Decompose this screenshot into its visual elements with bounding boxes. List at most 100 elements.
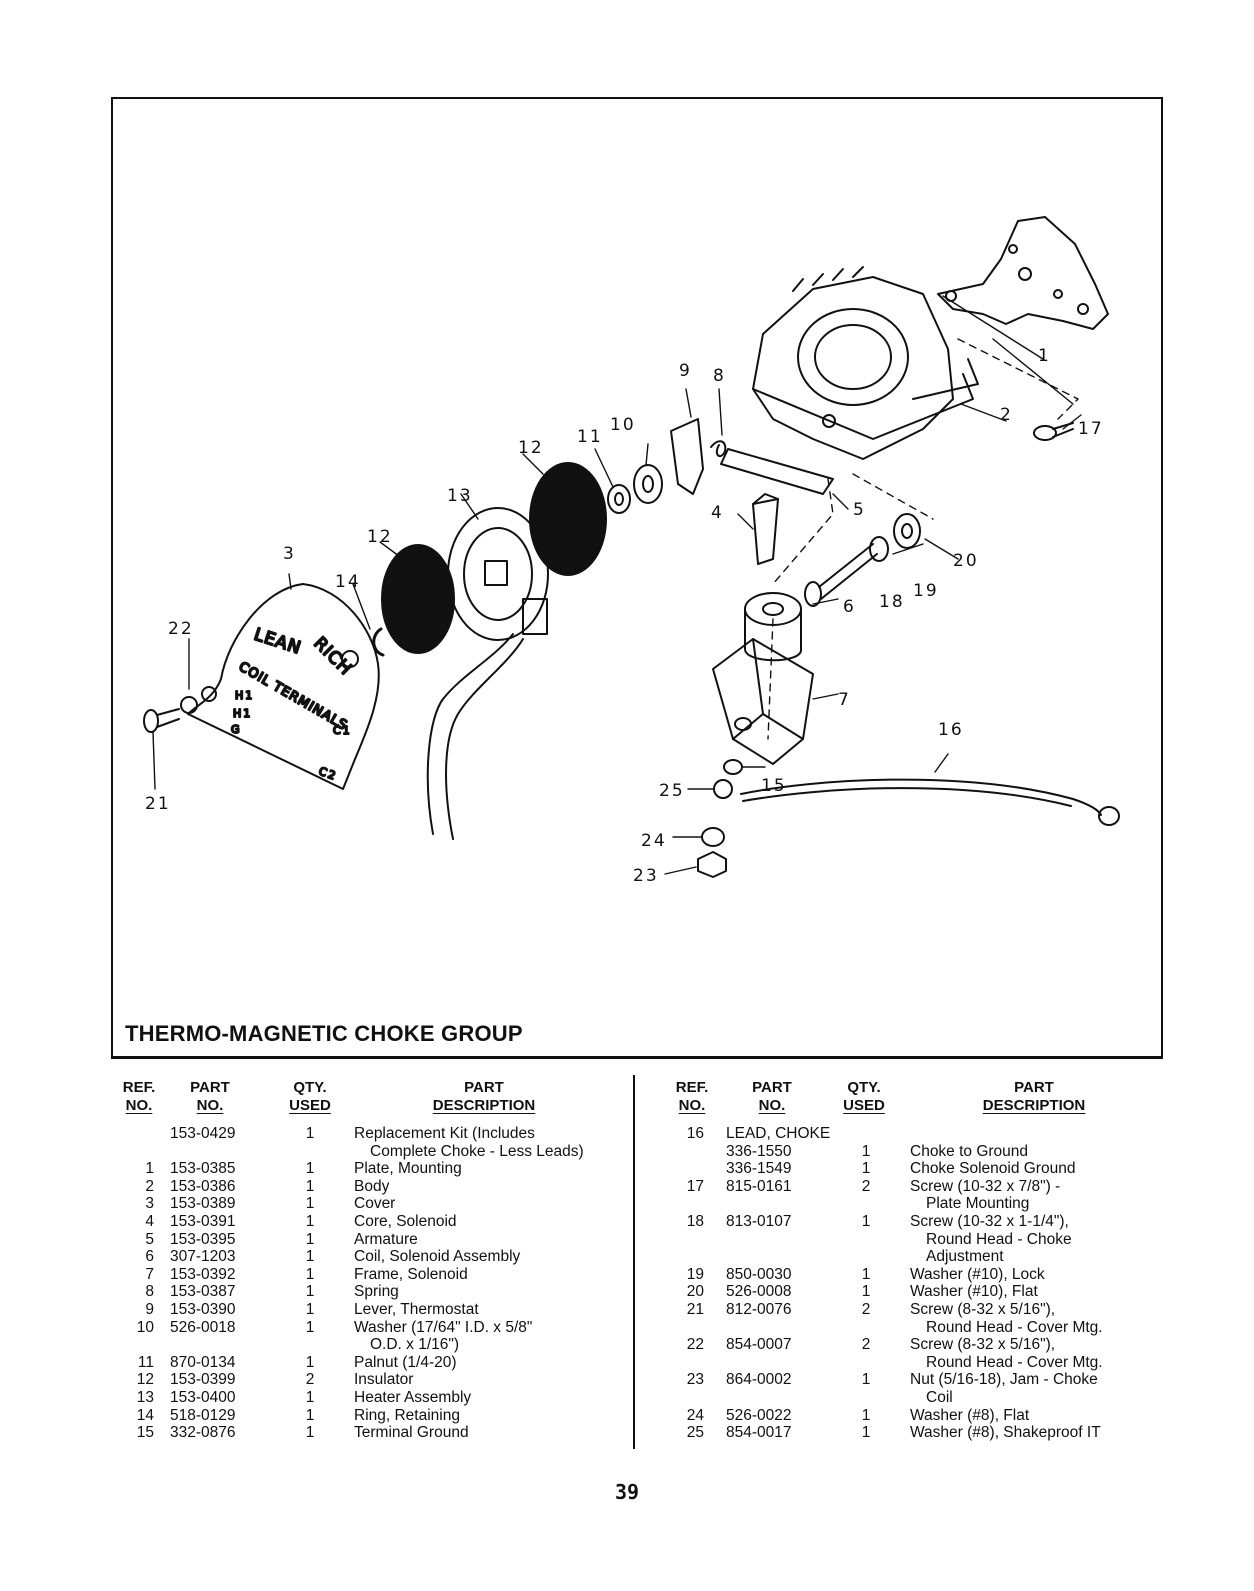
solenoid-frame-part xyxy=(712,638,814,765)
callout-22: 22 xyxy=(168,619,194,639)
ref-cell: 16 xyxy=(686,1125,704,1142)
ref-cell: 18 xyxy=(686,1212,704,1230)
description-cell: Body xyxy=(354,1178,624,1196)
callout-17: 17 xyxy=(1078,419,1104,439)
callout-6: 6 xyxy=(843,597,856,617)
callout-8: 8 xyxy=(713,366,726,386)
description-line: Frame, Solenoid xyxy=(354,1265,468,1283)
part-number-cell: 518-0129 xyxy=(170,1406,236,1424)
description-line: Washer (#10), Lock xyxy=(910,1265,1045,1283)
qty-cell: 1 xyxy=(305,1318,315,1336)
table-row: 15 332-0876 1 Terminal Ground xyxy=(114,1424,622,1442)
description-cell: Cover xyxy=(354,1195,624,1213)
description-cell: Heater Assembly xyxy=(354,1389,624,1407)
callout-18: 18 xyxy=(879,592,905,612)
callout-23: 23 xyxy=(633,866,659,886)
ref-cell: 13 xyxy=(136,1388,154,1406)
description-cell: Coil, Solenoid Assembly xyxy=(354,1248,624,1266)
group-title: THERMO-MAGNETIC CHOKE GROUP xyxy=(125,1021,523,1046)
description-cell: Plate, Mounting xyxy=(354,1160,624,1178)
description-cell: Palnut (1/4-20) xyxy=(354,1354,624,1372)
description-cell: Washer (#8), Shakeproof IT xyxy=(910,1424,1146,1442)
ref-cell: 9 xyxy=(145,1300,154,1318)
description-cell: Screw (8-32 x 5/16"),Round Head - Cover … xyxy=(910,1336,1146,1371)
jam-nut-23-part xyxy=(697,851,727,878)
callout-7: 7 xyxy=(838,690,851,710)
description-line: Washer (#10), Flat xyxy=(910,1283,1038,1301)
description-line: Choke Solenoid Ground xyxy=(910,1160,1076,1178)
qty-cell: 1 xyxy=(861,1265,871,1283)
description-line: Insulator xyxy=(354,1371,414,1389)
ref-cell: 1 xyxy=(145,1160,154,1178)
header-ref: REF.NO. xyxy=(122,1079,156,1114)
palnut-11-part xyxy=(607,484,631,514)
ref-cell: 10 xyxy=(136,1318,154,1336)
terminal-ground-part xyxy=(723,759,743,775)
callout-25: 25 xyxy=(659,781,685,801)
part-number-cell: 850-0030 xyxy=(726,1265,792,1283)
ref-cell: 15 xyxy=(136,1424,154,1442)
qty-cell: 1 xyxy=(305,1160,315,1178)
qty-cell: 2 xyxy=(861,1336,871,1354)
ref-cell: 3 xyxy=(145,1195,154,1213)
ref-cell: 4 xyxy=(145,1212,154,1230)
part-number-cell: 307-1203 xyxy=(170,1248,236,1266)
part-number-cell: 812-0076 xyxy=(726,1300,792,1318)
exploded-view-diagram: LEAN RICH COIL TERMINALS H1 H1 G C1 C2 xyxy=(143,216,1120,886)
cover-lettering-h1-second: H1 xyxy=(233,707,252,720)
ref-cell: 12 xyxy=(136,1371,154,1389)
description-continuation: O.D. x 1/16") xyxy=(370,1336,460,1354)
part-number-cell: 153-0391 xyxy=(170,1212,236,1230)
description-cell: Screw (10-32 x 7/8") -Plate Mounting xyxy=(910,1178,1146,1213)
description-cell: Washer (#8), Flat xyxy=(910,1407,1146,1425)
screw-21-part xyxy=(143,708,180,733)
qty-cell: 1 xyxy=(305,1424,315,1442)
part-number-cell: 153-0387 xyxy=(170,1283,236,1301)
header-qty: QTY.USED xyxy=(843,1079,885,1114)
ref-cell: 17 xyxy=(686,1177,704,1195)
part-number-cell: 526-0008 xyxy=(726,1283,792,1301)
spring-part xyxy=(710,440,727,458)
callout-24: 24 xyxy=(641,831,667,851)
ref-cell: 20 xyxy=(686,1283,704,1301)
qty-cell: 1 xyxy=(305,1125,315,1142)
header-ref: REF.NO. xyxy=(675,1079,709,1114)
description-continuation: Adjustment xyxy=(926,1248,1004,1266)
qty-cell: 2 xyxy=(861,1300,871,1318)
figure-frame: LEAN RICH COIL TERMINALS H1 H1 G C1 C2 xyxy=(111,97,1163,1059)
callout-4: 4 xyxy=(711,503,724,523)
part-number-cell: 854-0007 xyxy=(726,1336,792,1354)
description-cell: Washer (17/64" I.D. x 5/8"O.D. x 1/16") xyxy=(354,1319,624,1354)
part-number-cell: 332-0876 xyxy=(170,1424,236,1442)
qty-cell: 2 xyxy=(861,1177,871,1195)
heater-assembly-part xyxy=(426,507,549,840)
description-cell: Screw (8-32 x 5/16"),Round Head - Cover … xyxy=(910,1301,1146,1336)
ref-cell: 7 xyxy=(145,1265,154,1283)
part-number-cell: 526-0022 xyxy=(726,1406,792,1424)
part-number-cell: 153-0395 xyxy=(170,1230,236,1248)
qty-cell: 2 xyxy=(305,1371,315,1389)
shakeproof-22-part xyxy=(180,696,198,714)
description-continuation: Coil xyxy=(926,1388,953,1406)
ref-cell: 2 xyxy=(145,1177,154,1195)
part-number-cell: 336-1550 xyxy=(726,1142,792,1160)
retaining-ring-part xyxy=(372,627,385,657)
ref-cell: 22 xyxy=(686,1336,704,1354)
insulator-lower-part xyxy=(381,544,455,654)
ref-cell: 5 xyxy=(145,1230,154,1248)
choke-lead-part xyxy=(740,778,1120,826)
description-line: Terminal Ground xyxy=(354,1424,469,1442)
qty-cell: 1 xyxy=(305,1177,315,1195)
